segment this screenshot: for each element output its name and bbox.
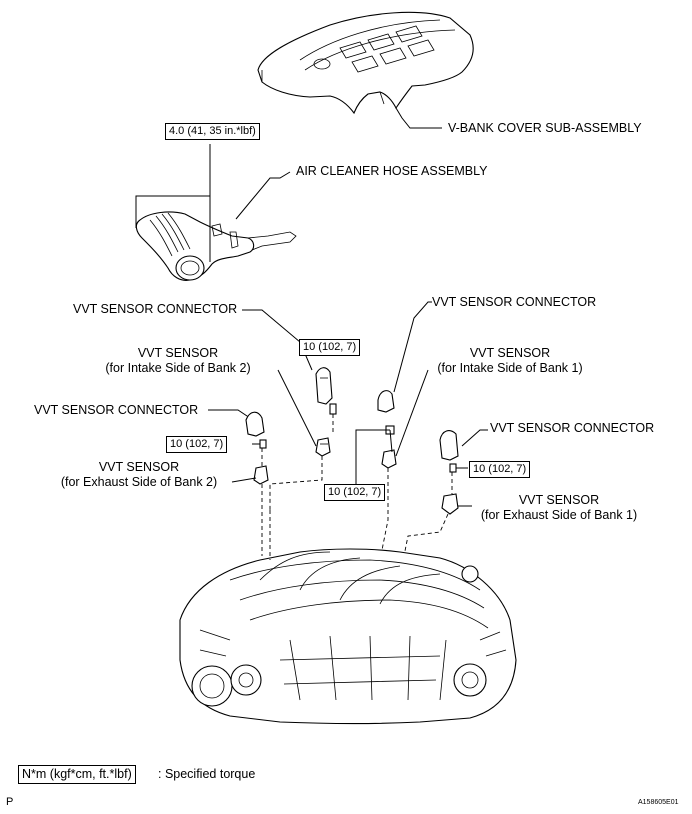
torque-box-exhaust-bank1: 10 (102, 7) [469, 461, 531, 478]
vvt-sensor-intake-bank2-sub: (for Intake Side of Bank 2) [105, 361, 251, 375]
vvt-connector-tr-drawing [377, 390, 395, 413]
vvt-connector-ml-drawing [245, 411, 265, 437]
vvt-sensor-bank2-intake-drawing [315, 437, 331, 457]
torque-box-intake-bank2: 10 (102, 7) [299, 339, 361, 356]
vvt-sensor-exhaust-bank1-sub: (for Exhaust Side of Bank 1) [480, 508, 638, 522]
vvt-connector-label-mid-left: VVT SENSOR CONNECTOR [34, 403, 199, 417]
vvt-connector-label-top-left: VVT SENSOR CONNECTOR [73, 302, 238, 316]
figure-id: A158605E01 [638, 799, 679, 806]
vbank-cover-label: V-BANK COVER SUB-ASSEMBLY [448, 121, 642, 135]
legend-unit-box: N*m (kgf*cm, ft.*lbf) [18, 765, 136, 784]
vvt-sensor-bank1-intake-drawing [381, 425, 397, 469]
torque-box-intake-bank1: 10 (102, 7) [324, 484, 386, 501]
vvt-connector-mr-drawing [439, 430, 459, 461]
torque-box-air-cleaner: 4.0 (41, 35 in.*lbf) [165, 123, 260, 140]
vvt-connector-tl-drawing [315, 367, 337, 415]
vvt-connector-label-mid-right: VVT SENSOR CONNECTOR [490, 421, 655, 435]
vvt-sensor-intake-bank1-title: VVT SENSOR [469, 346, 551, 360]
vvt-sensor-exhaust-bank2-title: VVT SENSOR [98, 460, 180, 474]
footer-left-mark: P [6, 796, 14, 808]
vvt-sensor-bank2-exhaust-drawing [253, 465, 269, 485]
vbank-cover-drawing [257, 11, 474, 115]
air-cleaner-hose-label: AIR CLEANER HOSE ASSEMBLY [296, 164, 488, 178]
vvt-sensor-bank1-exhaust-drawing [441, 493, 459, 515]
vvt-connector-label-top-right: VVT SENSOR CONNECTOR [432, 295, 597, 309]
vvt-sensor-exhaust-bank1-title: VVT SENSOR [518, 493, 600, 507]
vvt-sensor-intake-bank1-sub: (for Intake Side of Bank 1) [437, 361, 583, 375]
engine-drawing [179, 548, 517, 725]
air-cleaner-hose-drawing [135, 211, 297, 281]
legend-description: : Specified torque [158, 767, 256, 781]
vvt-sensor-intake-bank2-title: VVT SENSOR [137, 346, 219, 360]
vvt-sensor-exhaust-bank2-sub: (for Exhaust Side of Bank 2) [60, 475, 218, 489]
torque-box-exhaust-bank2: 10 (102, 7) [166, 436, 228, 453]
